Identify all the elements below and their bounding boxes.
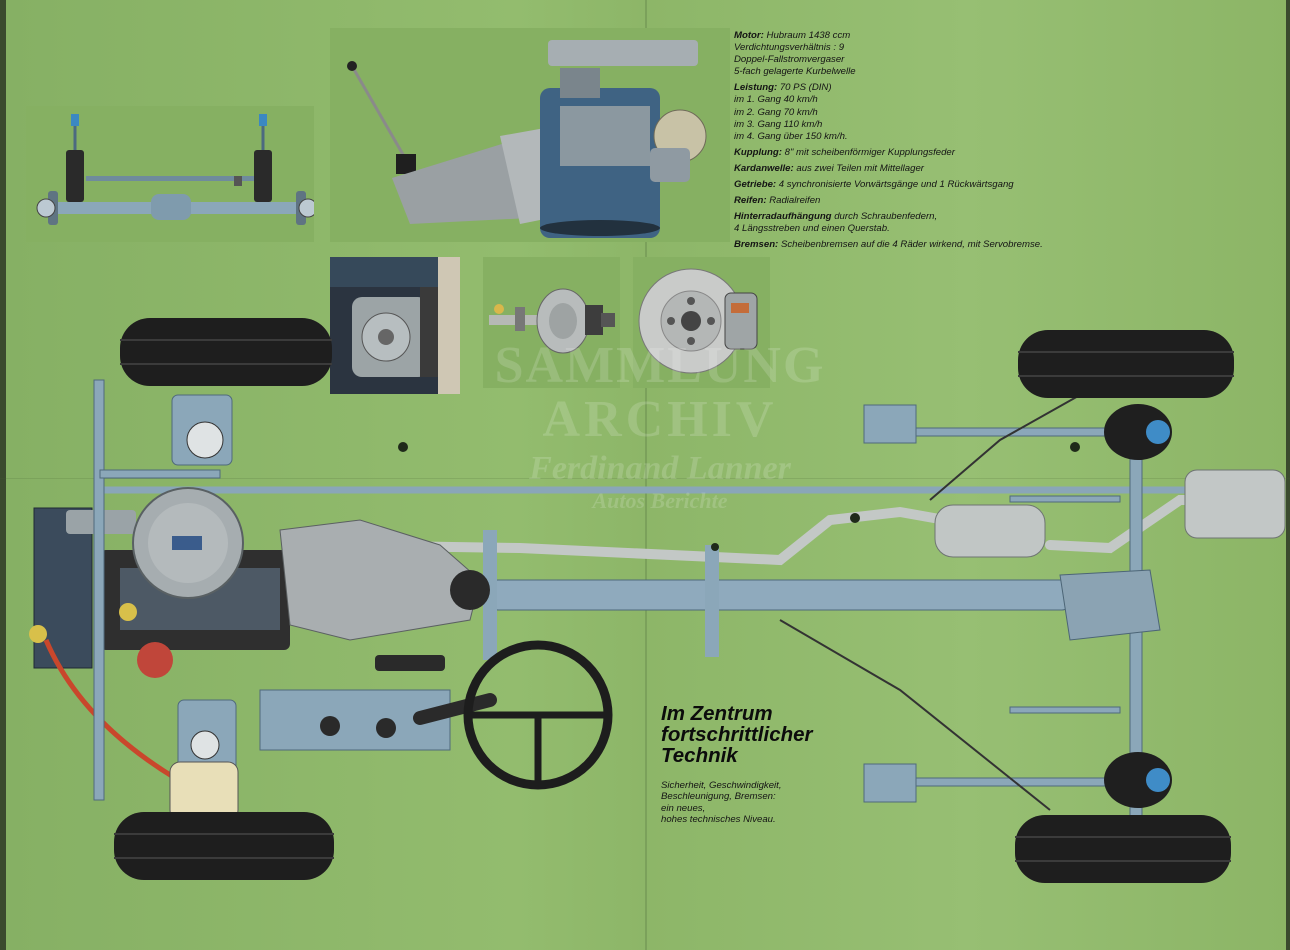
scan-edge-right	[1286, 0, 1290, 950]
brake-fluid-reservoir	[169, 761, 239, 821]
engine-gearbox-photo	[330, 28, 730, 242]
spec-value: 5-fach gelagerte Kurbelwelle	[734, 66, 856, 78]
spec-value: 70 PS (DIN)	[779, 82, 832, 94]
rear-coil-springs	[1104, 404, 1172, 808]
spec-leistung: Leistung: 70 PS (DIN) im 1. Gang 40 km/h…	[734, 82, 1134, 142]
spec-value: 4 synchronisierte Vorwärtsgänge und 1 Rü…	[778, 179, 1014, 191]
subtext: Sicherheit, Geschwindigkeit, Beschleunig…	[661, 780, 861, 825]
subtext-line: hohes technisches Niveau.	[661, 813, 776, 825]
spec-value: im 2. Gang 70 km/h	[734, 106, 818, 118]
spec-label: Reifen:	[734, 195, 767, 207]
spec-value: Doppel-Fallstromvergaser	[734, 54, 845, 66]
spec-value: im 1. Gang 40 km/h	[734, 94, 818, 106]
spec-hinterradaufhaengung: Hinterradaufhängung durch Schraubenfeder…	[734, 211, 1134, 235]
subtext-line: Beschleunigung, Bremsen:	[661, 791, 776, 803]
subtext-line: ein neues,	[661, 802, 706, 814]
spec-kupplung: Kupplung: 8" mit scheibenförmiger Kupplu…	[734, 147, 1134, 159]
spec-label: Getriebe:	[734, 179, 777, 191]
spec-label: Kardanwelle:	[734, 162, 794, 174]
spec-label: Leistung:	[734, 82, 778, 94]
spec-value: im 4. Gang über 150 km/h.	[734, 130, 848, 142]
spec-value: aus zwei Teilen mit Mittellager	[796, 162, 925, 174]
spec-value: Radialreifen	[769, 195, 821, 207]
spec-label: Motor:	[734, 30, 764, 41]
subtext-line: Sicherheit, Geschwindigkeit,	[661, 780, 782, 791]
spec-kardanwelle: Kardanwelle: aus zwei Teilen mit Mittell…	[734, 163, 1134, 175]
spec-value: durch Schraubenfedern,	[834, 211, 938, 223]
alternator-photo	[330, 257, 460, 394]
rear-muffler	[1184, 469, 1286, 539]
headline-line-2: fortschrittlicher	[661, 723, 813, 746]
headline-line-3: Technik	[661, 744, 738, 767]
scan-edge-left	[0, 0, 6, 950]
spec-value: Verdichtungsverhältnis : 9	[734, 42, 845, 54]
center-fold	[645, 0, 647, 950]
spec-getriebe: Getriebe: 4 synchronisierte Vorwärtsgäng…	[734, 179, 1134, 191]
prop-shaft	[489, 579, 1071, 611]
spec-label: Hinterradaufhängung	[734, 211, 832, 223]
center-muffler	[934, 504, 1046, 558]
spec-label: Kupplung:	[734, 146, 782, 158]
spec-value: 8" mit scheibenförmiger Kupplungsfeder	[784, 146, 955, 158]
spec-label: Bremsen:	[734, 239, 779, 251]
spec-reifen: Reifen: Radialreifen	[734, 195, 1134, 207]
headline-line-1: Im Zentrum	[661, 702, 773, 725]
specifications-list: Motor: Hubraum 1438 ccm Verdichtungsverh…	[734, 30, 1134, 256]
disc-brake-photo	[633, 257, 770, 388]
spec-value: Hubraum 1438 ccm	[766, 30, 851, 41]
horizontal-fold	[0, 478, 1290, 479]
spec-value: Scheibenbremsen auf die 4 Räder wirkend,…	[780, 239, 1043, 251]
spec-bremsen: Bremsen: Scheibenbremsen auf die 4 Räder…	[734, 239, 1134, 251]
tires	[114, 318, 1234, 883]
headline: Im Zentrum fortschrittlicher Technik	[661, 703, 921, 766]
rear-axle-photo	[26, 106, 314, 242]
spec-motor: Motor: Hubraum 1438 ccm Verdichtungsverh…	[734, 30, 1134, 78]
brake-servo-photo	[483, 257, 620, 388]
spec-value: im 3. Gang 110 km/h	[734, 118, 823, 130]
spec-value: 4 Längsstreben und einen Querstab.	[734, 223, 890, 235]
